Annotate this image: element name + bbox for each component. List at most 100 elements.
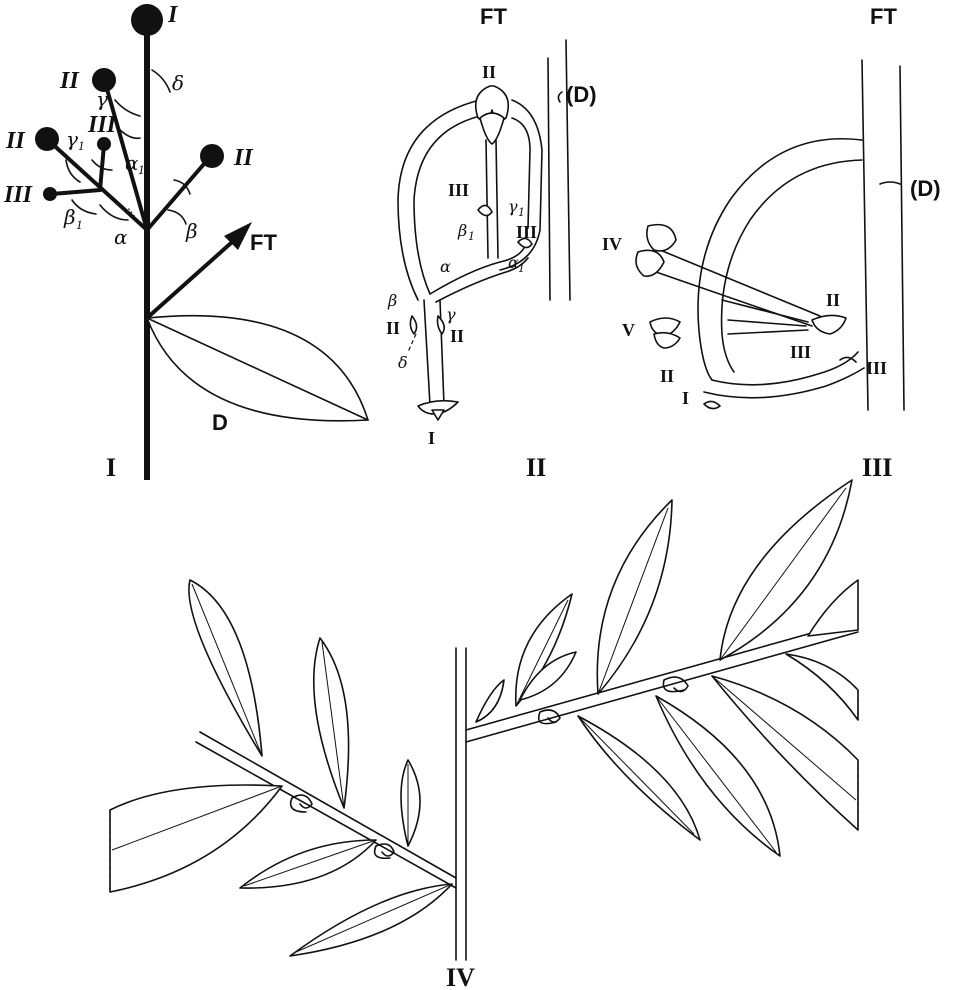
label-i-3: I [682,388,689,408]
node-ii-left [35,127,59,151]
ft-arrow-shaft [147,235,240,318]
label-ii-right-3: II [826,290,840,310]
right-leaf-up-4 [808,580,858,636]
bud-ii-right [438,316,445,334]
node3-ii-right [812,315,846,334]
panel-label-iii: III [862,453,892,482]
label-iii-left: III [448,180,469,200]
greek-gamma: γ [96,87,108,111]
label-ii-left-3: II [660,366,674,386]
label-iii-right-3: III [866,358,887,378]
ray-b [728,320,806,326]
label-ii-upper: II [59,68,80,94]
delta-dotted-line [408,334,416,352]
bud-iii-left [478,205,492,215]
axis-center-left [486,140,488,258]
panel-label-ii: II [526,453,546,482]
panel-3-branch: FT (D) IV V II III III II I III [602,4,941,482]
flower-v-lower [654,333,680,348]
label-i-top: I [167,2,179,28]
greek-alpha1-2-sub: 1 [518,262,525,275]
panel-4-leafy-shoots: IV [110,480,858,990]
panel-label-i: I [106,453,116,482]
panel-2-branch-detail: FT (D) II III III II II I γ 1 β 1 α α 1 … [386,4,597,482]
ray-c [728,330,808,334]
greek-beta-2: β [387,291,397,310]
label-ii-right: II [233,145,254,171]
loop3-inner [722,160,862,372]
label-ii-left: II [5,128,26,154]
label-d-2: (D) [566,82,597,107]
stub-i [704,401,720,408]
node-i [131,4,163,36]
greek-gamma1-2-sub: 1 [518,206,525,219]
label-ft: FT [250,230,277,255]
greek-gamma-2: γ [446,305,456,324]
ray-iv-top [660,250,820,316]
label-ii-left-2: II [386,318,400,338]
greek-beta: β [185,219,198,243]
panel-label-iv: IV [446,963,475,990]
label-ii-right-2: II [450,326,464,346]
branch-lower-left-iii [52,190,100,194]
right-leaf-low-4 [786,654,858,720]
d-scar-3 [880,182,900,184]
node-iii-mid [97,137,111,151]
label-iii-lower: III [3,182,34,208]
arc-beta [168,210,186,224]
arc-delta [152,70,170,92]
ft-stem-right-edge [566,40,570,300]
arc-beta1 [72,200,96,214]
axis-center-right [496,140,498,258]
greek-alpha1-sub: 1 [138,164,145,177]
flower-ii-top-calyx [480,113,504,144]
greek-gamma1-2: γ [508,197,518,216]
greek-gamma1: γ [66,127,78,151]
greek-beta1-2-sub: 1 [468,230,475,243]
ft3-stem-right [900,66,904,410]
flower-i-bottom-ovary [432,410,444,420]
axis-bottom-right [440,300,444,405]
branch-right [147,157,210,230]
flower-iv-upper [647,225,676,251]
ft-stem-left-edge [548,58,550,300]
left-leaf-3 [401,760,420,846]
label-v-3: V [622,320,635,340]
left-leaf-2 [314,638,349,808]
lateral3-lower [712,352,858,385]
label-iv-3: IV [602,234,622,254]
left-tendril-1 [291,795,312,812]
right-leaf-up-small [476,680,504,722]
node-iii-lower [43,187,57,201]
greek-gamma1-sub: 1 [78,140,85,153]
label-ft-2: FT [480,4,507,29]
left-leaf-1-vein [192,584,262,756]
greek-beta1-sub: 1 [76,219,83,232]
greek-beta1-2: β [457,221,467,240]
arc-gamma [115,100,140,116]
label-iii-right: III [516,222,537,242]
loop-outer [398,100,480,300]
greek-delta-2: δ [398,353,408,372]
label-d-3: (D) [910,176,941,201]
greek-alpha1: α [125,151,139,175]
label-iii-mid: III [87,112,118,138]
flower-iv-lower [636,250,664,276]
axis-bottom-left [424,300,430,405]
label-ft-3: FT [870,4,897,29]
label-iii-mid-3: III [790,342,811,362]
greek-beta1: β [63,205,76,229]
label-i-bottom: I [428,428,435,448]
ray-a [722,300,808,322]
node-ii-right [200,144,224,168]
panel-1-schematic: I II II II III III δ γ γ 1 α 1 β 1 α β F… [3,2,368,482]
d-scar [558,92,562,102]
greek-alpha: α [114,225,128,249]
right-tendril-2 [663,677,688,692]
greek-alpha-2: α [440,257,451,276]
bud-ii-left [410,316,416,334]
left-leaf-6-vein [296,884,452,952]
greek-delta: δ [172,71,184,95]
label-ii-top: II [482,62,496,82]
